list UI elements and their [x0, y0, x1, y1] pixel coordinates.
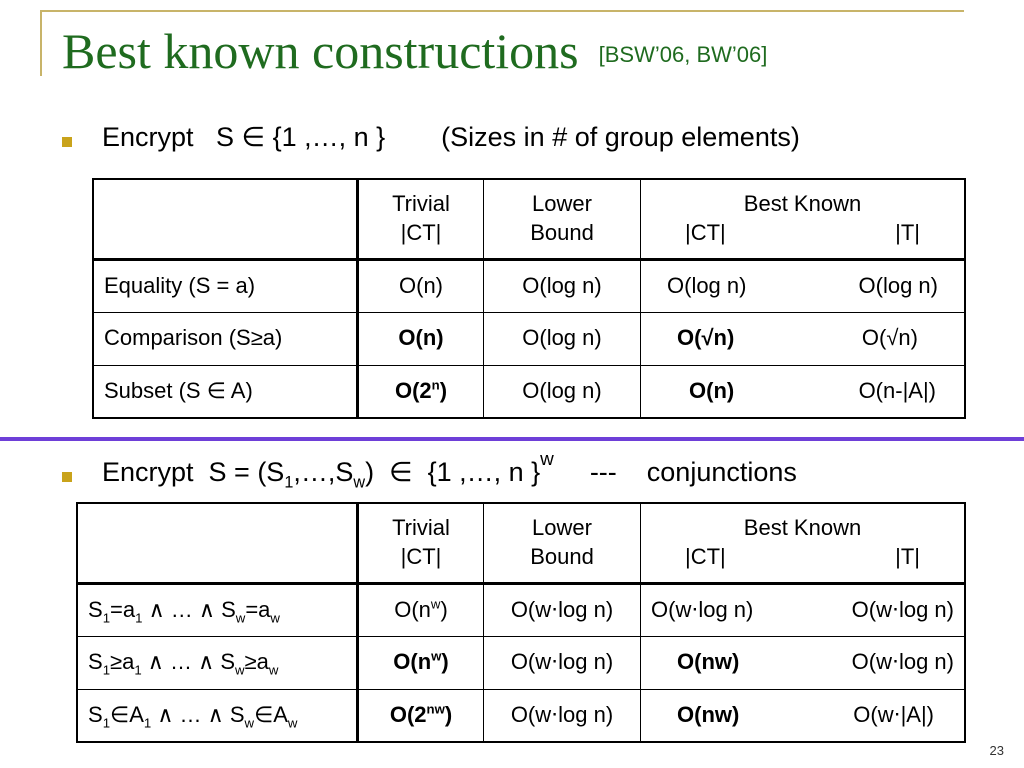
cell-lower: O(log n) — [483, 311, 641, 366]
title-main: Best known constructions — [62, 23, 579, 79]
table-2-corner — [76, 502, 358, 585]
cell-lower: O(log n) — [483, 364, 641, 419]
table-row: Equality (S = a) O(n) O(log n) O(log n)O… — [92, 258, 966, 313]
cell-best-known: O(nw)O(w⋅|A|) — [640, 688, 966, 743]
bullet-1: Encrypt S ∈ {1 ,…, n } (Sizes in # of gro… — [102, 124, 800, 151]
header-trivial: Trivial|CT| — [356, 178, 484, 261]
cell-trivial: O(n) — [356, 258, 484, 313]
cell-trivial: O(2n) — [356, 364, 484, 419]
table-row: S1=a1 ∧ … ∧ Sw=aw O(nw) O(w⋅log n) O(w⋅l… — [76, 582, 966, 637]
cell-best-known: O(w⋅log n)O(w⋅log n) — [640, 582, 966, 637]
frame-left-line — [40, 10, 42, 76]
bullet-marker-2 — [62, 472, 72, 482]
cell-best-known: O(√n)O(√n) — [640, 311, 966, 366]
cell-trivial: O(2nw) — [356, 688, 484, 743]
cell-lower: O(w⋅log n) — [483, 635, 641, 690]
page-number: 23 — [989, 743, 1004, 758]
cell-trivial: O(n) — [356, 311, 484, 366]
row-label: S1=a1 ∧ … ∧ Sw=aw — [76, 582, 358, 637]
cell-lower: O(w⋅log n) — [483, 688, 641, 743]
header-trivial: Trivial|CT| — [356, 502, 484, 585]
frame-top-line — [40, 10, 964, 12]
cell-trivial: O(nw) — [356, 635, 484, 690]
bullet-marker-1 — [62, 137, 72, 147]
slide-title: Best known constructions [BSW’06, BW’06] — [62, 26, 767, 76]
bullet-1-note: (Sizes in # of group elements) — [441, 122, 800, 152]
table-row: S1≥a1 ∧ … ∧ Sw≥aw O(nw) O(w⋅log n) O(nw)… — [76, 635, 966, 690]
cell-lower: O(log n) — [483, 258, 641, 313]
row-label: Equality (S = a) — [92, 258, 358, 313]
header-best-known: Best Known |CT||T| — [640, 178, 966, 261]
table-row: Subset (S ∈ A) O(2n) O(log n) O(n)O(n-|A… — [92, 364, 966, 419]
row-label: Subset (S ∈ A) — [92, 364, 358, 419]
cell-best-known: O(nw)O(w⋅log n) — [640, 635, 966, 690]
title-citation: [BSW’06, BW’06] — [598, 42, 768, 67]
bullet-1-text: Encrypt S ∈ {1 ,…, n } — [102, 122, 386, 152]
section-divider — [0, 437, 1024, 441]
bullet-2: Encrypt S = (S1,…,Sw) ∈ {1 ,…, n }w--- c… — [102, 449, 797, 492]
row-label: Comparison (S≥a) — [92, 311, 358, 366]
table-1-corner — [92, 178, 358, 261]
row-label: S1≥a1 ∧ … ∧ Sw≥aw — [76, 635, 358, 690]
header-best-known: Best Known |CT||T| — [640, 502, 966, 585]
cell-best-known: O(n)O(n-|A|) — [640, 364, 966, 419]
row-label: S1∈A1 ∧ … ∧ Sw∈Aw — [76, 688, 358, 743]
bullet-2-tail: --- conjunctions — [589, 457, 797, 487]
table-row: Comparison (S≥a) O(n) O(log n) O(√n)O(√n… — [92, 311, 966, 366]
cell-trivial: O(nw) — [356, 582, 484, 637]
table-row: S1∈A1 ∧ … ∧ Sw∈Aw O(2nw) O(w⋅log n) O(nw… — [76, 688, 966, 743]
cell-best-known: O(log n)O(log n) — [640, 258, 966, 313]
cell-lower: O(w⋅log n) — [483, 582, 641, 637]
